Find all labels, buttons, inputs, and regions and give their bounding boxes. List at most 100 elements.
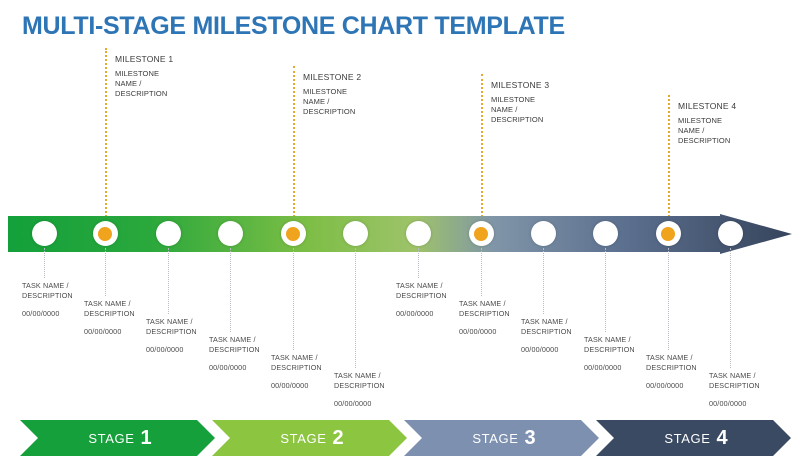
- task-5[interactable]: TASK NAME /DESCRIPTION 00/00/0000: [271, 353, 322, 390]
- milestone-3-title: MILESTONE 3: [491, 80, 550, 90]
- task-11-name-line1: TASK NAME /: [646, 353, 693, 362]
- milestone-2-desc-line3: DESCRIPTION: [303, 107, 356, 117]
- milestone-3-desc-line1: MILESTONE: [491, 95, 536, 104]
- task-8-name-line2: DESCRIPTION: [459, 309, 510, 319]
- milestone-node-8[interactable]: [468, 221, 494, 246]
- task-2-name-line2: DESCRIPTION: [84, 309, 135, 319]
- task-node-9[interactable]: [530, 221, 556, 246]
- task-8-name: TASK NAME /DESCRIPTION: [459, 299, 510, 320]
- task-11-stem: [668, 248, 669, 350]
- milestone-3-desc-line2: NAME /: [491, 105, 518, 115]
- task-3-stem: [168, 248, 169, 314]
- task-8-date: 00/00/0000: [459, 326, 497, 336]
- task-1[interactable]: TASK NAME /DESCRIPTION 00/00/0000: [22, 281, 73, 318]
- task-2-name-line1: TASK NAME /: [84, 299, 131, 308]
- stage-3-chevron[interactable]: [404, 420, 599, 456]
- task-12-stem: [730, 248, 731, 368]
- milestone-2-dotted-line: [293, 66, 295, 233]
- task-9-name-line2: DESCRIPTION: [521, 327, 572, 337]
- task-5-name: TASK NAME /DESCRIPTION: [271, 353, 322, 374]
- stage-bar: [20, 420, 791, 456]
- task-7-date: 00/00/0000: [396, 308, 434, 318]
- task-11-date: 00/00/0000: [646, 380, 684, 390]
- task-6-stem: [355, 248, 356, 368]
- task-8-name-line1: TASK NAME /: [459, 299, 506, 308]
- milestone-2-title: MILESTONE 2: [303, 72, 362, 82]
- milestone-node-2[interactable]: [92, 221, 118, 246]
- page-title: MULTI-STAGE MILESTONE CHART TEMPLATE: [22, 12, 565, 40]
- task-node-10[interactable]: [592, 221, 618, 246]
- task-6-name: TASK NAME /DESCRIPTION: [334, 371, 385, 392]
- milestone-2-desc-line2: NAME /: [303, 97, 330, 107]
- milestone-1-desc-line3: DESCRIPTION: [115, 89, 168, 99]
- task-4-name-line2: DESCRIPTION: [209, 345, 260, 355]
- task-8-stem: [481, 248, 482, 296]
- milestone-node-11[interactable]: [655, 221, 681, 246]
- task-6[interactable]: TASK NAME /DESCRIPTION 00/00/0000: [334, 371, 385, 408]
- task-node-4[interactable]: [217, 221, 243, 246]
- task-node-6[interactable]: [342, 221, 368, 246]
- task-10-name-line1: TASK NAME /: [584, 335, 631, 344]
- task-4[interactable]: TASK NAME /DESCRIPTION 00/00/0000: [209, 335, 260, 372]
- milestone-node-5[interactable]: [280, 221, 306, 246]
- task-9-name: TASK NAME /DESCRIPTION: [521, 317, 572, 338]
- task-11-name: TASK NAME /DESCRIPTION: [646, 353, 697, 374]
- task-5-name-line2: DESCRIPTION: [271, 363, 322, 373]
- task-4-name: TASK NAME /DESCRIPTION: [209, 335, 260, 356]
- task-2[interactable]: TASK NAME /DESCRIPTION 00/00/0000: [84, 299, 135, 336]
- task-3-name-line1: TASK NAME /: [146, 317, 193, 326]
- task-5-name-line1: TASK NAME /: [271, 353, 318, 362]
- task-6-date: 00/00/0000: [334, 398, 372, 408]
- milestone-2-desc-line1: MILESTONE: [303, 87, 348, 96]
- task-9-stem: [543, 248, 544, 314]
- task-node-7[interactable]: [405, 221, 431, 246]
- milestone-4-dotted-line: [668, 95, 670, 233]
- milestone-4-desc-line3: DESCRIPTION: [678, 136, 731, 146]
- task-4-date: 00/00/0000: [209, 362, 247, 372]
- task-10-stem: [605, 248, 606, 332]
- milestone-3-desc-line3: DESCRIPTION: [491, 115, 544, 125]
- task-node-12[interactable]: [717, 221, 743, 246]
- milestone-1-desc-line2: NAME /: [115, 79, 142, 89]
- task-8[interactable]: TASK NAME /DESCRIPTION 00/00/0000: [459, 299, 510, 336]
- task-5-date: 00/00/0000: [271, 380, 309, 390]
- milestone-1-desc-line1: MILESTONE: [115, 69, 160, 78]
- task-6-name-line2: DESCRIPTION: [334, 381, 385, 391]
- task-10-name: TASK NAME /DESCRIPTION: [584, 335, 635, 356]
- task-2-name: TASK NAME /DESCRIPTION: [84, 299, 135, 320]
- task-1-name: TASK NAME /DESCRIPTION: [22, 281, 73, 302]
- task-7-name: TASK NAME /DESCRIPTION: [396, 281, 447, 302]
- task-4-name-line1: TASK NAME /: [209, 335, 256, 344]
- task-12-date: 00/00/0000: [709, 398, 747, 408]
- stage-2-chevron[interactable]: [212, 420, 407, 456]
- milestone-4-desc-line2: NAME /: [678, 126, 705, 136]
- milestone-4-desc-line1: MILESTONE: [678, 116, 723, 125]
- task-5-stem: [293, 248, 294, 350]
- task-node-1[interactable]: [31, 221, 57, 246]
- task-7[interactable]: TASK NAME /DESCRIPTION 00/00/0000: [396, 281, 447, 318]
- task-node-3[interactable]: [155, 221, 181, 246]
- task-9-date: 00/00/0000: [521, 344, 559, 354]
- task-6-name-line1: TASK NAME /: [334, 371, 381, 380]
- task-1-date: 00/00/0000: [22, 308, 60, 318]
- task-11[interactable]: TASK NAME /DESCRIPTION 00/00/0000: [646, 353, 697, 390]
- task-9-name-line1: TASK NAME /: [521, 317, 568, 326]
- task-2-date: 00/00/0000: [84, 326, 122, 336]
- milestone-4-title: MILESTONE 4: [678, 101, 737, 111]
- task-9[interactable]: TASK NAME /DESCRIPTION 00/00/0000: [521, 317, 572, 354]
- task-11-name-line2: DESCRIPTION: [646, 363, 697, 373]
- stage-4-chevron[interactable]: [596, 420, 791, 456]
- stage-1-chevron[interactable]: [20, 420, 215, 456]
- task-1-name-line2: DESCRIPTION: [22, 291, 73, 301]
